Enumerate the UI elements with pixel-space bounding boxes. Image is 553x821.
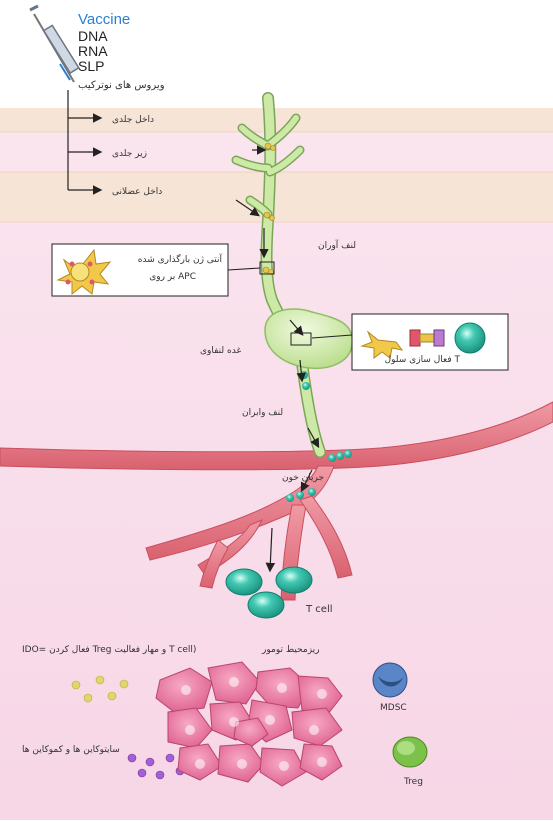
label-blood-stream: جریان خون (282, 473, 324, 483)
route-subcutaneous: زیر جلدی (112, 149, 147, 159)
vaccine-item-slp: SLP (78, 58, 104, 74)
vaccine-title: Vaccine (78, 11, 130, 28)
treg-cell-icon (393, 737, 427, 767)
route-intradermal: داخل جلدی (112, 115, 154, 125)
label-afferent-lymph: لنف آوران (318, 239, 356, 251)
vaccine-oncolytic-virus: ویروس های نوترکیب (78, 80, 165, 91)
label-lymph-node: غده لنفاوی (200, 346, 241, 356)
mdsc-label: MDSC (380, 703, 407, 713)
route-intramuscular: داخل عضلانی (112, 187, 162, 197)
skin-band-dermal (0, 108, 553, 132)
apc-label-line2: بر روی APC (149, 272, 196, 282)
tcell-label: T cell (305, 604, 333, 615)
ido-label: IDO= فعال کردن Treg و مهار فعالیت T cell… (22, 645, 196, 655)
mdsc-cell-icon (373, 663, 407, 697)
label-efferent-lymph: لنف وابران (242, 408, 283, 418)
tumor-microenvironment-label: ریزمحیط تومور (261, 645, 320, 655)
apc-label-line1: آنتی ژن بارگذاری شده (138, 253, 223, 265)
treg-label: Treg (403, 777, 423, 787)
tumor-cells (156, 662, 342, 786)
cytokines-label: سایتوکاین ها و کموکاین ها (22, 745, 120, 755)
vaccine-item-rna: RNA (78, 43, 108, 59)
skin-band-muscle (0, 172, 553, 222)
tcell-activation-label: فعال سازی سلول T (385, 355, 461, 365)
vaccine-item-dna: DNA (78, 28, 108, 44)
